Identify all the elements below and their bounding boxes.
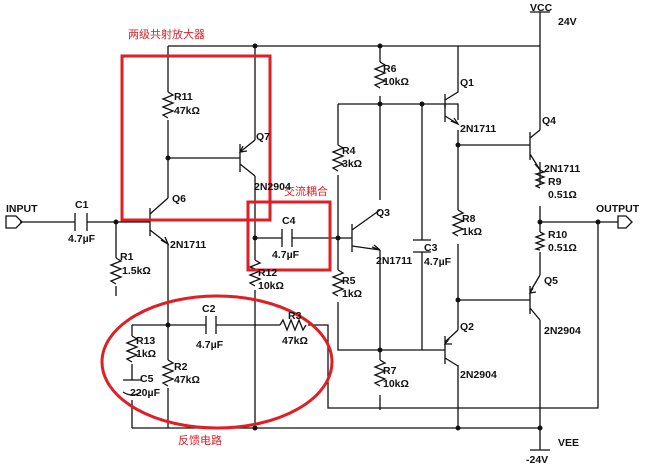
- r11-value: 47kΩ: [174, 105, 200, 117]
- r4-value: 3kΩ: [342, 158, 362, 170]
- resistor-r10: [533, 231, 546, 251]
- r3-name: R3: [288, 310, 302, 322]
- r5-value: 1kΩ: [342, 288, 362, 300]
- capacitor-c3: [413, 239, 431, 253]
- transistor-q6: [149, 197, 170, 246]
- input-label: INPUT: [6, 203, 38, 215]
- r2-value: 47kΩ: [174, 374, 200, 386]
- vcc-value: 24V: [558, 16, 577, 28]
- q5-name: Q5: [544, 275, 558, 287]
- q1-value: 2N1711: [460, 123, 496, 135]
- transistor-q2: [443, 329, 459, 367]
- feedback-circuit-ellipse: [100, 294, 334, 430]
- resistor-r4: [331, 144, 345, 172]
- r13-name: R13: [136, 335, 155, 347]
- c5-name: C5: [140, 373, 154, 385]
- resistors: [109, 61, 546, 387]
- resistor-r9: [533, 169, 546, 189]
- capacitor-c5: [122, 379, 142, 396]
- q7-name: Q7: [256, 131, 270, 143]
- r6-name: R6: [383, 63, 397, 75]
- q6-name: Q6: [172, 193, 186, 205]
- q6-value: 2N1711: [170, 239, 206, 251]
- transistor-q4: [529, 129, 541, 172]
- labels: 两级共射放大器 交流耦合 反馈电路 VCC 24V VEE -24V INPUT…: [6, 2, 640, 465]
- ac-coupling-label: 交流耦合: [284, 184, 328, 198]
- transistor-q7: [238, 139, 256, 177]
- r10-name: R10: [548, 229, 567, 241]
- q7-value: 2N2904: [254, 181, 291, 193]
- output-label: OUTPUT: [596, 203, 640, 215]
- q4-name: Q4: [542, 115, 556, 127]
- c2-name: C2: [202, 303, 216, 315]
- q3-value: 2N1711: [376, 255, 412, 267]
- c3-value: 4.7µF: [424, 256, 452, 268]
- transistor-q3: [351, 209, 381, 252]
- two-stage-amp-label: 两级共射放大器: [128, 27, 205, 41]
- c1-name: C1: [75, 199, 89, 211]
- r1-name: R1: [120, 251, 134, 263]
- r4-name: R4: [342, 145, 356, 157]
- r12-value: 10kΩ: [258, 280, 284, 292]
- r13-value: 1kΩ: [136, 348, 156, 360]
- capacitor-c2: [205, 316, 217, 334]
- vee-name: VEE: [558, 437, 579, 449]
- r8-value: 1kΩ: [462, 226, 482, 238]
- capacitor-c1: [74, 213, 88, 231]
- r8-name: R8: [462, 213, 476, 225]
- r2-name: R2: [174, 361, 188, 373]
- c1-value: 4.7µF: [68, 233, 96, 245]
- vcc-name: VCC: [530, 2, 553, 14]
- c4-name: C4: [282, 215, 296, 227]
- two-stage-amp-box: [120, 54, 272, 222]
- r11-name: R11: [174, 91, 193, 103]
- vee-value: -24V: [526, 454, 548, 465]
- resistor-r7: [373, 359, 387, 387]
- r3-value: 47kΩ: [282, 335, 308, 347]
- c3-name: C3: [424, 242, 438, 254]
- output-port-arrow: [617, 215, 633, 229]
- r9-value: 0.51Ω: [548, 189, 577, 201]
- resistor-r2: [161, 359, 175, 387]
- resistor-r3: [279, 318, 307, 332]
- feedback-label: 反馈电路: [178, 434, 222, 447]
- q5-value: 2N2904: [544, 325, 581, 337]
- c2-value: 4.7µF: [196, 339, 224, 351]
- r5-name: R5: [342, 275, 356, 287]
- r12-name: R12: [258, 267, 277, 279]
- transistor-q1: [444, 46, 460, 126]
- q4-value: 2N1711: [544, 163, 580, 175]
- input-port-arrow: [5, 215, 23, 229]
- ac-coupling-box: [246, 200, 332, 272]
- resistor-r6: [373, 61, 387, 89]
- r9-name: R9: [548, 176, 562, 188]
- q1-name: Q1: [460, 77, 474, 89]
- q2-name: Q2: [460, 321, 474, 333]
- resistor-r11: [161, 91, 175, 119]
- resistor-r5: [331, 269, 345, 297]
- resistor-r12: [248, 259, 262, 287]
- c4-value: 4.7µF: [272, 249, 300, 261]
- r7-value: 10kΩ: [383, 378, 409, 390]
- resistor-r8: [451, 209, 465, 237]
- resistor-r13: [125, 335, 139, 363]
- transistor-q5: [528, 274, 541, 321]
- r10-value: 0.51Ω: [548, 242, 577, 254]
- capacitor-c4: [281, 229, 293, 247]
- r1-value: 1.5kΩ: [122, 265, 151, 277]
- q2-value: 2N2904: [460, 369, 497, 381]
- c5-value: 220µF: [130, 387, 161, 399]
- q3-name: Q3: [376, 207, 390, 219]
- resistor-r1: [109, 257, 123, 285]
- wires: [20, 12, 618, 450]
- r6-value: 10kΩ: [383, 76, 409, 88]
- capacitors: [74, 213, 431, 396]
- transistors: [149, 46, 541, 367]
- r7-name: R7: [383, 365, 397, 377]
- junction-dots: [113, 43, 601, 431]
